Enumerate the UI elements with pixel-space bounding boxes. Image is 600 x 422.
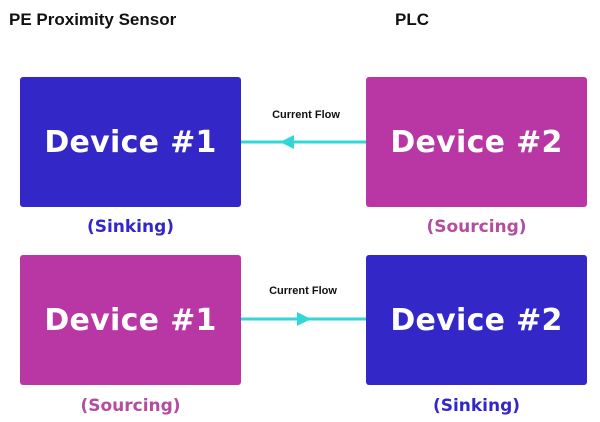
row1-device2-box: Device #2	[366, 77, 587, 207]
plc-heading: PLC	[395, 10, 429, 29]
row2-current-flow-label: Current Flow	[269, 285, 337, 297]
row2-device2-label: Device #2	[390, 302, 563, 338]
row1-current-flow-label: Current Flow	[272, 109, 340, 121]
row2-device1-box: Device #1	[20, 255, 241, 385]
row2-device2-mode: (Sinking)	[432, 396, 521, 416]
row1-current-flow-arrow	[241, 135, 366, 149]
sensor-heading: PE Proximity Sensor	[9, 10, 177, 29]
row2-device2-box: Device #2	[366, 255, 587, 385]
row1-device2-label: Device #2	[390, 124, 563, 160]
row1-device1-mode: (Sinking)	[86, 217, 175, 237]
row2-device1-label: Device #1	[44, 302, 217, 338]
row1-device2-mode: (Sourcing)	[426, 217, 527, 237]
row1-device1-box: Device #1	[20, 77, 241, 207]
row2-current-flow-arrow	[241, 312, 366, 326]
row2-device1-mode: (Sourcing)	[80, 396, 181, 416]
row1-device1-label: Device #1	[44, 124, 217, 160]
